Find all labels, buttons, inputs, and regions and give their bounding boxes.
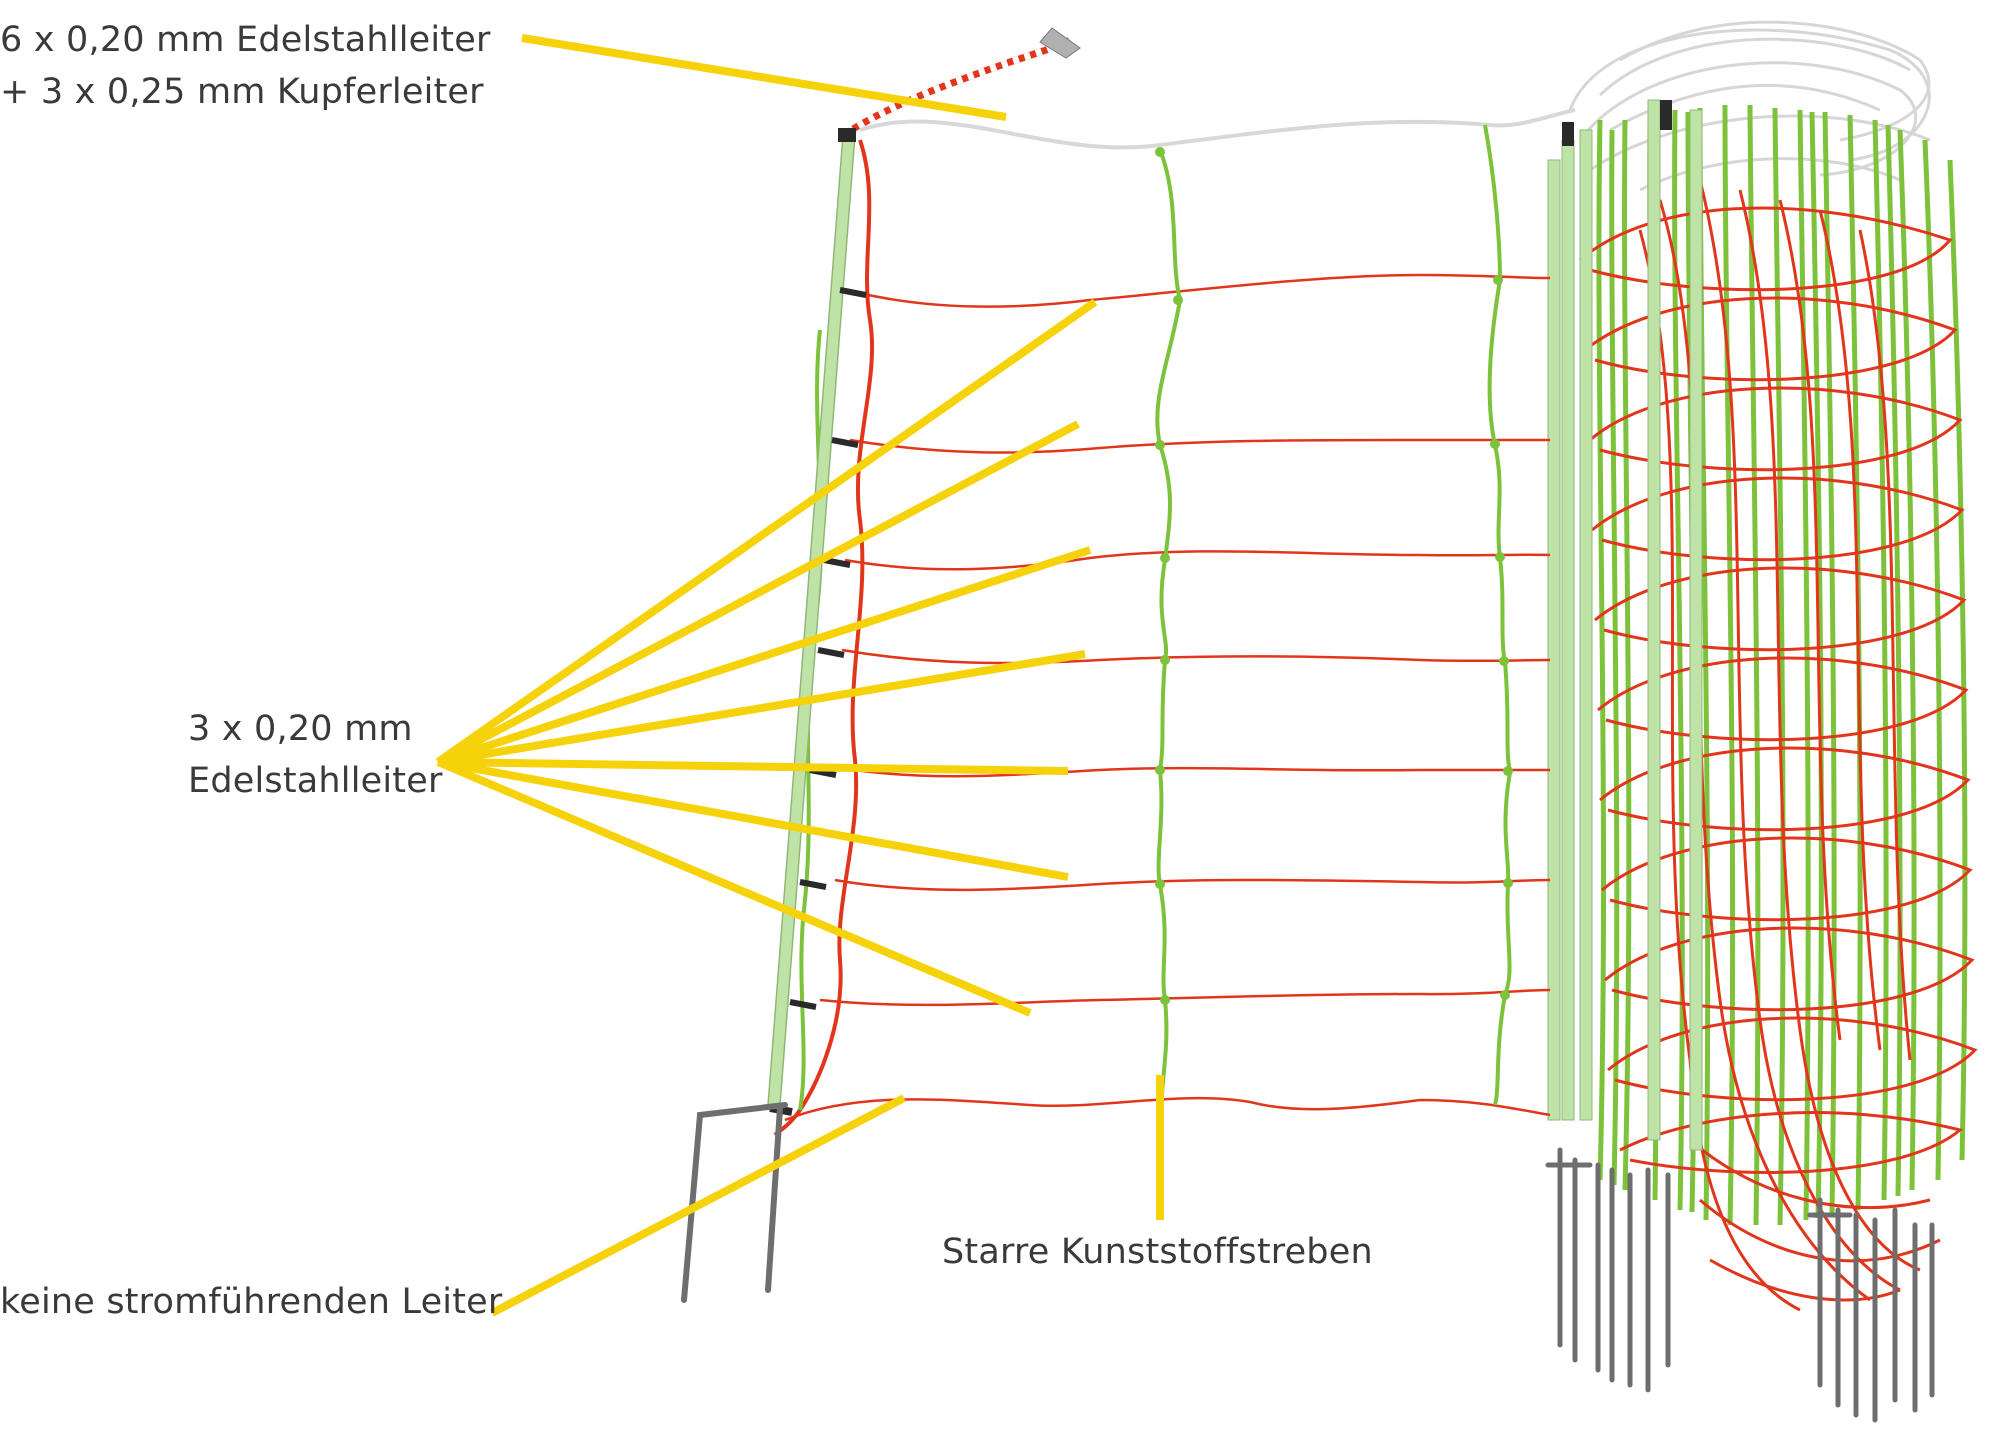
rolled-net-spikes [1545,1147,1935,1423]
label-middle-line1: 3 x 0,20 mm [188,709,413,749]
leader-mid-6 [437,758,1069,881]
rolled-net-red-strands [1579,179,1978,1312]
vertical-red-down-lead [773,139,875,1137]
leader-mid-2 [436,420,1080,766]
rolled-net [1545,20,1978,1423]
label-rigid-struts: Starre Kunststoffstreben [942,1232,1373,1272]
label-middle-line2: Edelstahlleiter [188,761,443,801]
left-end-post [767,128,867,1116]
horizontal-conductors [784,273,1551,1122]
label-top-line1: 6 x 0,20 mm Edelstahlleiter [0,20,491,60]
label-top-line2: + 3 x 0,25 mm Kupferleiter [0,72,484,112]
strut-knots [1155,147,1513,1005]
leader-mid-7 [436,758,1032,1017]
strut-2 [1483,124,1513,1106]
strut-1 [1155,149,1183,1109]
leader-mid-4 [437,650,1086,766]
label-top-conductors: 6 x 0,20 mm Edelstahlleiter + 3 x 0,25 m… [0,14,491,118]
label-bottom-nonconductive: keine stromführenden Leiter [0,1282,503,1322]
top-white-conductor [859,108,1576,150]
rolled-net-top-wires [1568,20,1931,192]
twisted-lead-cable [846,27,1081,135]
leader-mid-3 [436,546,1092,766]
rolled-net-posts [1547,99,1703,1151]
leader-mid-5 [437,758,1069,775]
leader-mid-1 [435,298,1098,766]
leader-bottom [490,1094,906,1317]
leader-lines [435,34,1164,1317]
leader-top [521,34,1007,121]
left-ground-spike [681,1102,788,1303]
label-middle-conductors: 3 x 0,20 mm Edelstahlleiter [188,703,443,807]
